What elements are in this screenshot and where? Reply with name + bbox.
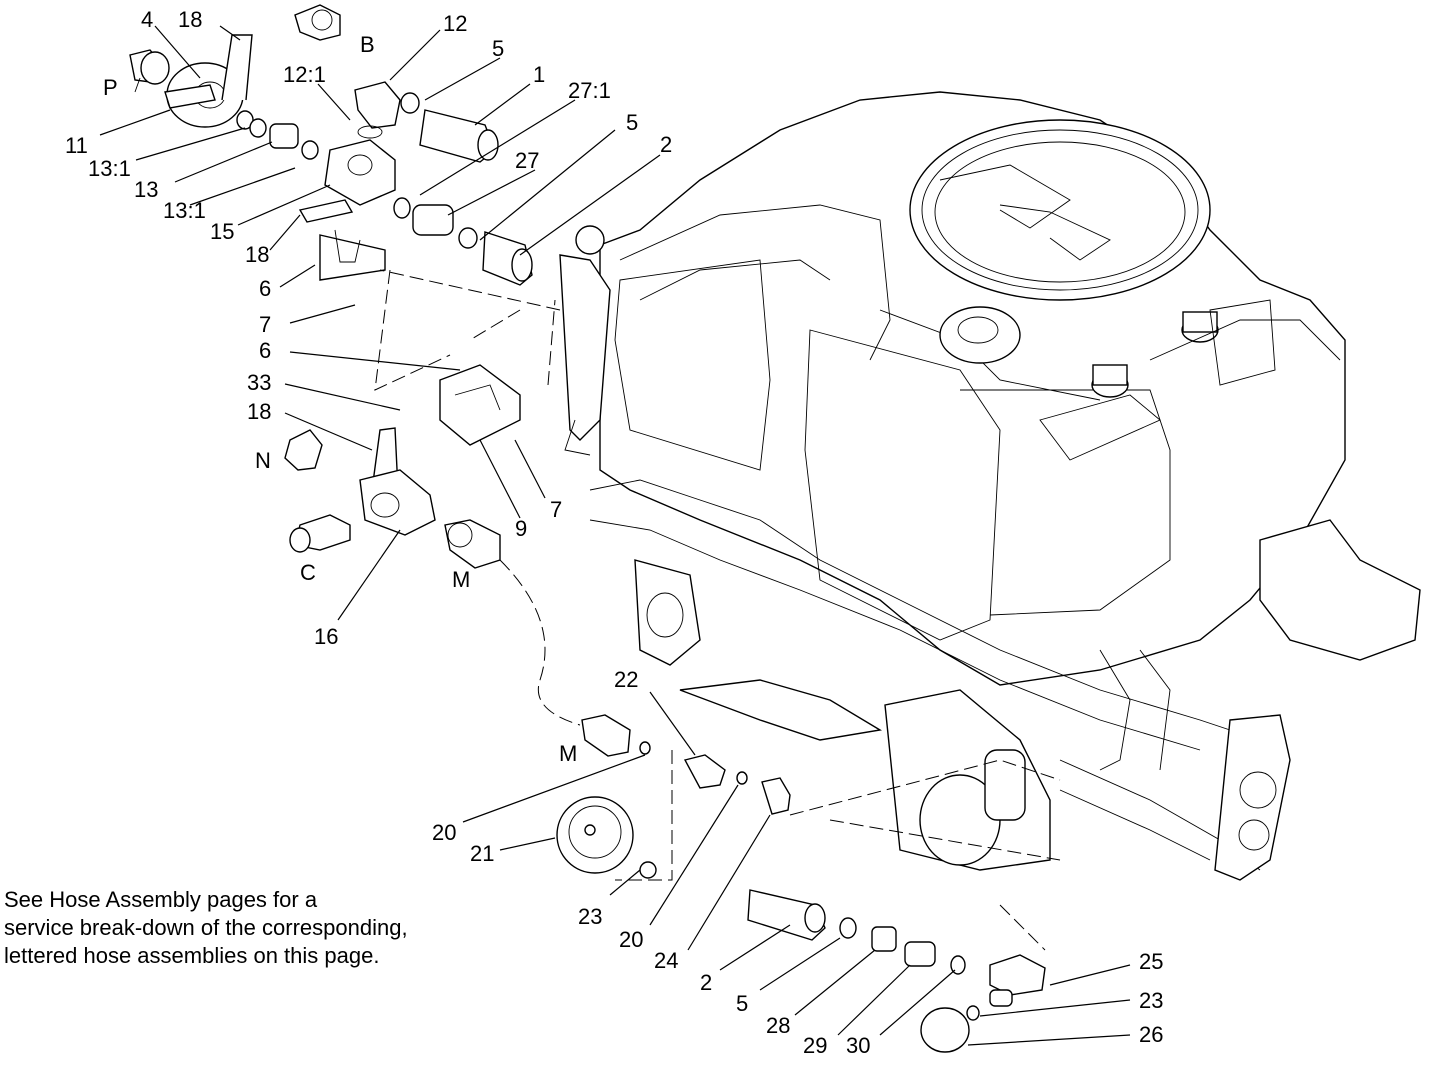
middle-valve-assembly (284, 364, 521, 569)
callout-5: 5 (626, 110, 638, 135)
callout-18: 18 (245, 242, 269, 267)
callout-18: 18 (247, 399, 271, 424)
callout-c: C (300, 560, 316, 585)
top-valve-assembly (129, 4, 533, 286)
callout-15: 15 (210, 219, 234, 244)
lower-filter-assembly (556, 714, 1046, 1053)
note-line-3: lettered hose assemblies on this page. (4, 943, 380, 968)
spray-tank (559, 91, 1346, 686)
callout-13-1: 13:1 (88, 156, 131, 181)
callout-25: 25 (1139, 949, 1163, 974)
callout-28: 28 (766, 1013, 790, 1038)
assembly-dashed-lines (374, 269, 1061, 951)
callout-n: N (255, 448, 271, 473)
callout-11: 11 (65, 133, 88, 158)
callout-27: 27 (515, 148, 539, 173)
callout-7: 7 (550, 497, 562, 522)
callout-m: M (452, 567, 470, 592)
callout-6: 6 (259, 276, 271, 301)
callout-4: 4 (141, 7, 153, 32)
callout-21: 21 (470, 841, 494, 866)
callout-33: 33 (247, 370, 271, 395)
hose-assembly-note: See Hose Assembly pages for a service br… (4, 886, 524, 970)
callout-labels: 4 18 B 12 5 1 P 12:1 27:1 11 13:1 13 5 2… (65, 7, 1163, 1058)
callout-6: 6 (259, 338, 271, 363)
callout-2: 2 (700, 970, 712, 995)
callout-27-1: 27:1 (568, 78, 611, 103)
callout-5: 5 (736, 991, 748, 1016)
callout-p: P (103, 75, 118, 100)
callout-12-1: 12:1 (283, 62, 326, 87)
callout-20: 20 (619, 927, 643, 952)
callout-23: 23 (578, 904, 602, 929)
callout-23: 23 (1139, 988, 1163, 1013)
callout-b: B (360, 32, 375, 57)
callout-16: 16 (314, 624, 338, 649)
callout-26: 26 (1139, 1022, 1163, 1047)
callout-5: 5 (492, 36, 504, 61)
callout-7: 7 (259, 312, 271, 337)
callout-1: 1 (533, 62, 545, 87)
callout-13: 13 (134, 177, 158, 202)
callout-9: 9 (515, 516, 527, 541)
callout-m: M (559, 741, 577, 766)
callout-12: 12 (443, 11, 467, 36)
note-line-1: See Hose Assembly pages for a (4, 887, 318, 912)
callout-2: 2 (660, 132, 672, 157)
callout-13-1: 13:1 (163, 198, 206, 223)
note-line-2: service break-down of the corresponding, (4, 915, 408, 940)
callout-24: 24 (654, 948, 678, 973)
callout-29: 29 (803, 1033, 827, 1058)
callout-18: 18 (178, 7, 202, 32)
callout-22: 22 (614, 667, 638, 692)
sprayer-frame (589, 479, 1421, 881)
callout-30: 30 (846, 1033, 870, 1058)
callout-20: 20 (432, 820, 456, 845)
leader-lines (99, 25, 1131, 1046)
